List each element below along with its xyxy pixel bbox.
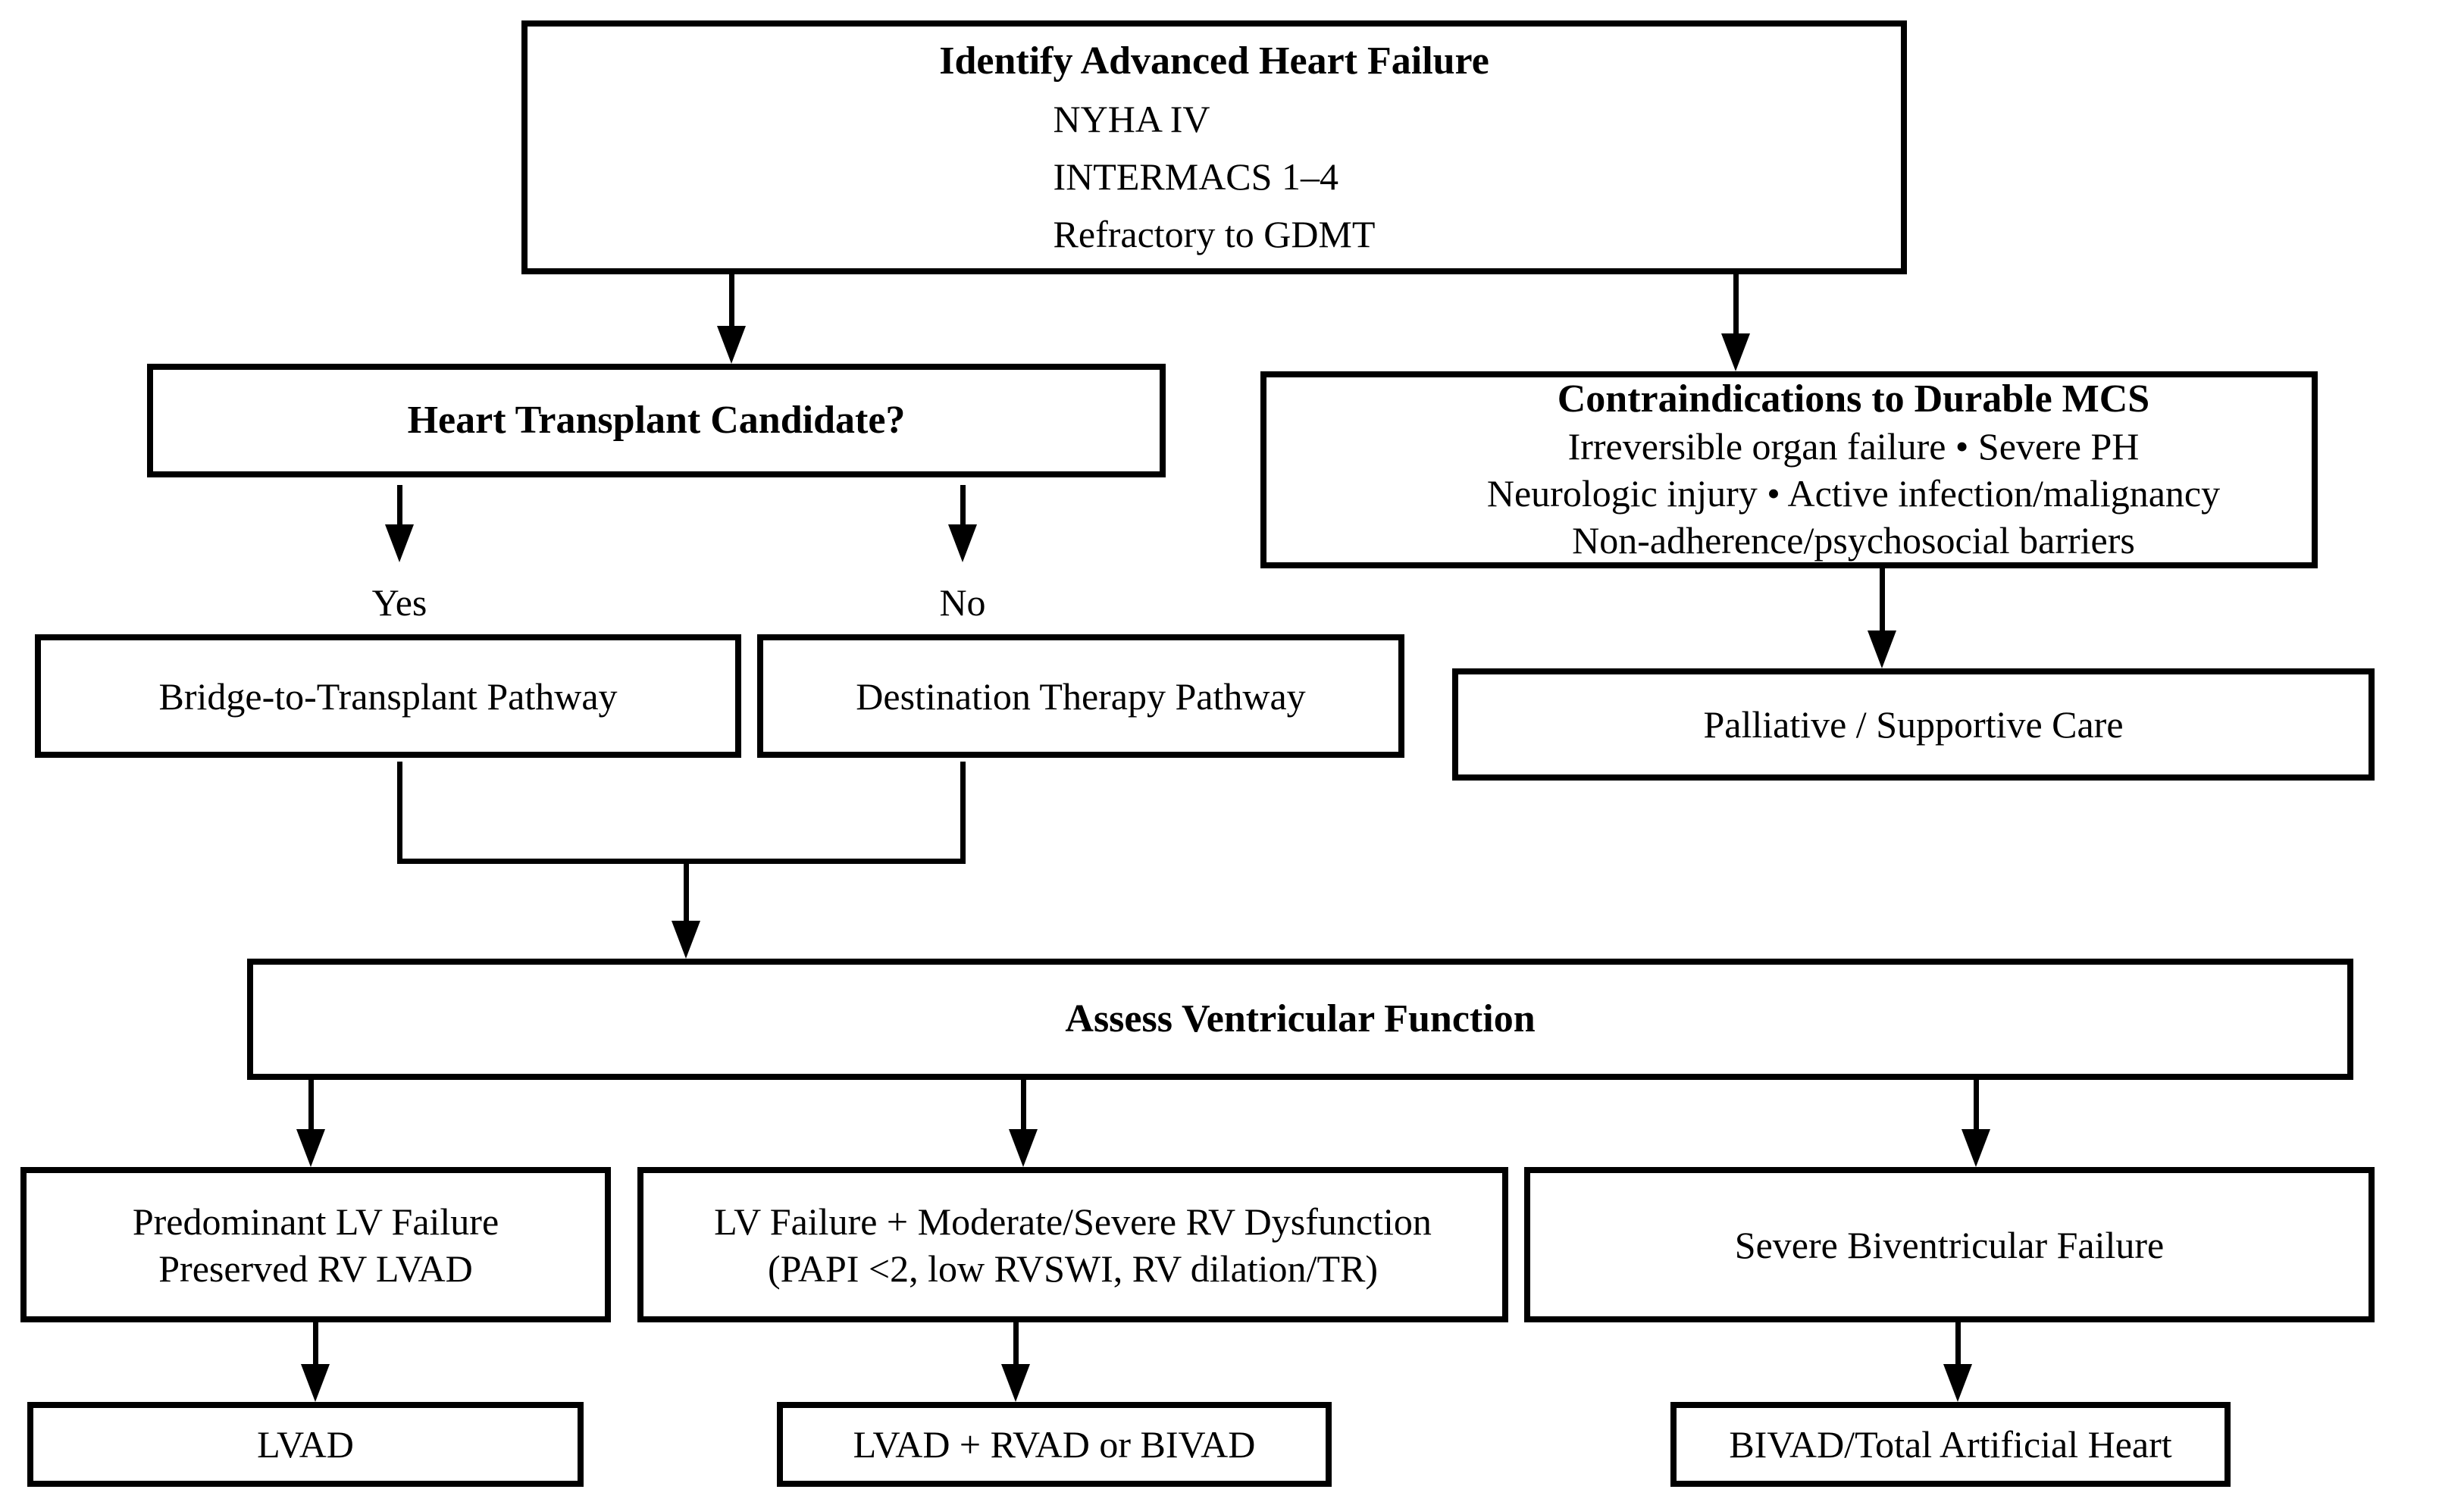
node-label: LVAD + RVAD or BIVAD — [853, 1423, 1256, 1466]
arrowhead-down-icon — [1721, 333, 1750, 371]
merge-connector-bar — [397, 859, 966, 864]
arrowhead-down-icon — [1868, 630, 1896, 668]
node-title: Heart Transplant Candidate? — [407, 399, 906, 442]
edge-candidate-no — [960, 485, 966, 524]
contraindication-line: Non-adherence/psychosocial barriers — [1572, 519, 2135, 562]
branch-line: Predominant LV Failure — [132, 1200, 499, 1243]
node-heart-transplant-candidate: Heart Transplant Candidate? — [147, 364, 1166, 477]
node-lv-failure-rv-dysfunction: LV Failure + Moderate/Severe RV Dysfunct… — [637, 1167, 1508, 1322]
edge-assess-to-lv-failure — [308, 1080, 314, 1129]
edge-assess-to-lv-rv-dysfunction — [1021, 1080, 1026, 1129]
arrowhead-down-icon — [948, 524, 977, 562]
edge-lv-failure-to-lvad — [313, 1322, 318, 1364]
branch-line: Preserved RV LVAD — [158, 1247, 473, 1290]
arrowhead-down-icon — [1961, 1129, 1990, 1167]
node-predominant-lv-failure: Predominant LV Failure Preserved RV LVAD — [20, 1167, 611, 1322]
node-label: BIVAD/Total Artificial Heart — [1729, 1423, 2172, 1466]
arrowhead-down-icon — [296, 1129, 325, 1167]
node-assess-ventricular-function: Assess Ventricular Function — [247, 959, 2353, 1080]
arrowhead-down-icon — [717, 326, 746, 364]
contraindication-line: Neurologic injury • Active infection/mal… — [1486, 472, 2221, 515]
arrowhead-down-icon — [1001, 1364, 1030, 1402]
node-label: Destination Therapy Pathway — [856, 674, 1306, 718]
contraindication-line: Irreversible organ failure • Severe PH — [1567, 425, 2140, 468]
node-label: Bridge-to-Transplant Pathway — [158, 674, 618, 718]
edge-identify-to-candidate — [729, 274, 734, 326]
edge-contraindications-to-palliative — [1880, 568, 1885, 630]
edge-rv-dysfunction-to-lvad-rvad — [1013, 1322, 1019, 1364]
node-identify-advanced-heart-failure: Identify Advanced Heart Failure NYHA IV … — [521, 20, 1907, 274]
node-criteria-list: NYHA IV INTERMACS 1–4 Refractory to GDMT — [1054, 90, 1376, 263]
edge-label-yes: Yes — [371, 581, 427, 624]
merge-connector-right — [960, 762, 966, 859]
node-label: Severe Biventricular Failure — [1734, 1223, 2165, 1266]
node-label: LVAD — [257, 1423, 354, 1466]
arrowhead-down-icon — [1943, 1364, 1972, 1402]
branch-line: LV Failure + Moderate/Severe RV Dysfunct… — [714, 1200, 1432, 1243]
node-label: Palliative / Supportive Care — [1703, 703, 2124, 746]
arrowhead-down-icon — [1009, 1129, 1038, 1167]
node-bridge-to-transplant-pathway: Bridge-to-Transplant Pathway — [35, 634, 741, 758]
node-title: Contraindications to Durable MCS — [1557, 377, 2150, 421]
edge-merge-to-assess — [684, 864, 689, 921]
edge-label-no: No — [939, 581, 986, 624]
node-title: Assess Ventricular Function — [1065, 997, 1536, 1040]
node-severe-biventricular-failure: Severe Biventricular Failure — [1524, 1167, 2375, 1322]
branch-line: (PAPI <2, low RVSWI, RV dilation/TR) — [768, 1247, 1378, 1290]
criteria-line: Refractory to GDMT — [1053, 212, 1376, 255]
edge-assess-to-biventricular — [1974, 1080, 1979, 1129]
node-lvad-rvad-or-bivad: LVAD + RVAD or BIVAD — [777, 1402, 1332, 1487]
edge-biventricular-to-bivad-tah — [1955, 1322, 1961, 1364]
arrowhead-down-icon — [301, 1364, 330, 1402]
arrowhead-down-icon — [385, 524, 414, 562]
criteria-line: NYHA IV — [1053, 97, 1210, 140]
edge-identify-to-contraindications — [1733, 274, 1739, 333]
edge-candidate-yes — [397, 485, 402, 524]
node-bivad-total-artificial-heart: BIVAD/Total Artificial Heart — [1670, 1402, 2231, 1487]
node-palliative-supportive-care: Palliative / Supportive Care — [1452, 668, 2375, 781]
merge-connector-left — [397, 762, 402, 859]
node-lvad: LVAD — [27, 1402, 584, 1487]
node-destination-therapy-pathway: Destination Therapy Pathway — [757, 634, 1404, 758]
node-contraindications-durable-mcs: Contraindications to Durable MCS Irrever… — [1260, 371, 2318, 568]
node-title: Identify Advanced Heart Failure — [939, 39, 1489, 83]
arrowhead-down-icon — [672, 921, 700, 959]
criteria-line: INTERMACS 1–4 — [1053, 155, 1338, 198]
